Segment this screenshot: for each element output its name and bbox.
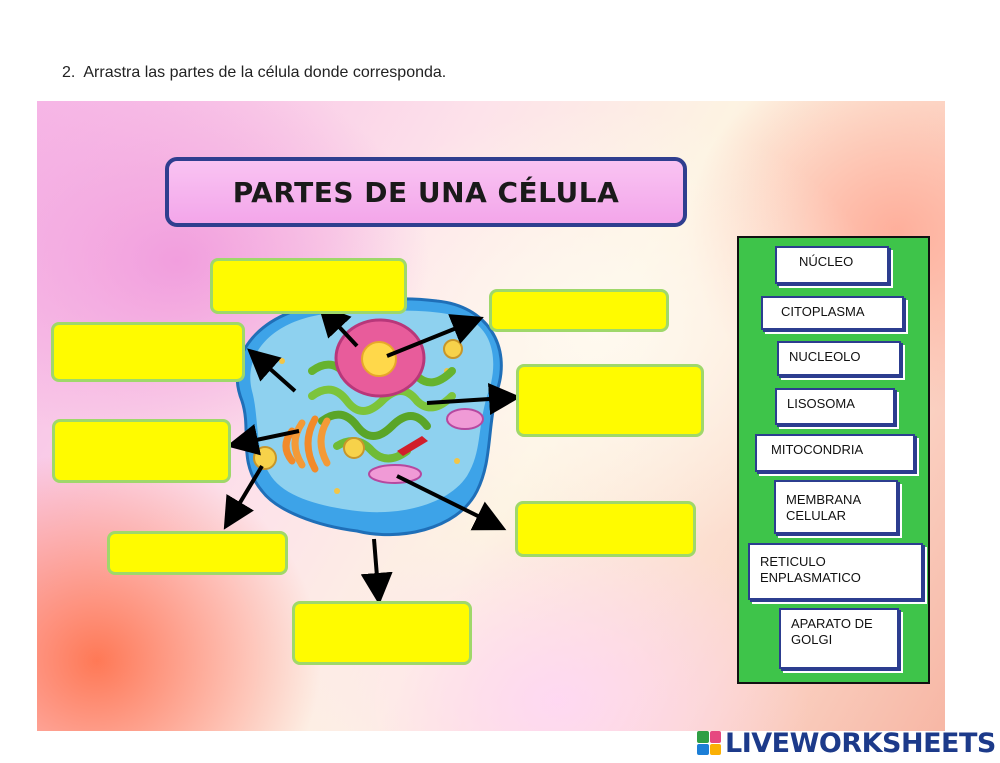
liveworksheets-logo: LIVEWORKSHEETS (697, 727, 996, 759)
word-nucleolo[interactable]: NUCLEOLO (777, 341, 901, 376)
word-bank-panel: NÚCLEO CITOPLASMA NUCLEOLO LISOSOMA MITO… (737, 236, 930, 684)
word-aparato-de-golgi[interactable]: APARATO DE GOLGI (779, 608, 899, 669)
page-title: PARTES DE UNA CÉLULA (232, 175, 620, 209)
title-box: PARTES DE UNA CÉLULA (165, 157, 687, 227)
word-citoplasma[interactable]: CITOPLASMA (761, 296, 904, 330)
brand-name: LIVEWORKSHEETS (725, 727, 996, 759)
instruction-text: Arrastra las partes de la célula donde c… (83, 64, 447, 81)
worksheet-area: PARTES DE UNA CÉLULA NÚCLEO CITOPLASMA N… (37, 101, 945, 731)
instruction: 2. Arrastra las partes de la célula dond… (62, 64, 446, 82)
word-mitocondria[interactable]: MITOCONDRIA (755, 434, 915, 472)
drop-zone-2[interactable] (489, 289, 669, 332)
drop-zone-1[interactable] (210, 258, 407, 314)
drop-zone-7[interactable] (107, 531, 288, 575)
drop-zone-4[interactable] (516, 364, 704, 437)
word-membrana-celular[interactable]: MEMBRANA CELULAR (774, 480, 898, 534)
drop-zone-5[interactable] (52, 419, 231, 483)
word-reticulo-enplasmatico[interactable]: RETICULO ENPLASMATICO (748, 543, 923, 600)
drop-zone-8[interactable] (292, 601, 472, 665)
word-nucleo[interactable]: NÚCLEO (775, 246, 889, 284)
cell-illustration (223, 297, 521, 605)
drop-zone-6[interactable] (515, 501, 696, 557)
word-lisosoma[interactable]: LISOSOMA (775, 388, 895, 425)
drop-zone-3[interactable] (51, 322, 245, 382)
instruction-number: 2. (62, 64, 76, 81)
logo-icon (697, 731, 721, 755)
